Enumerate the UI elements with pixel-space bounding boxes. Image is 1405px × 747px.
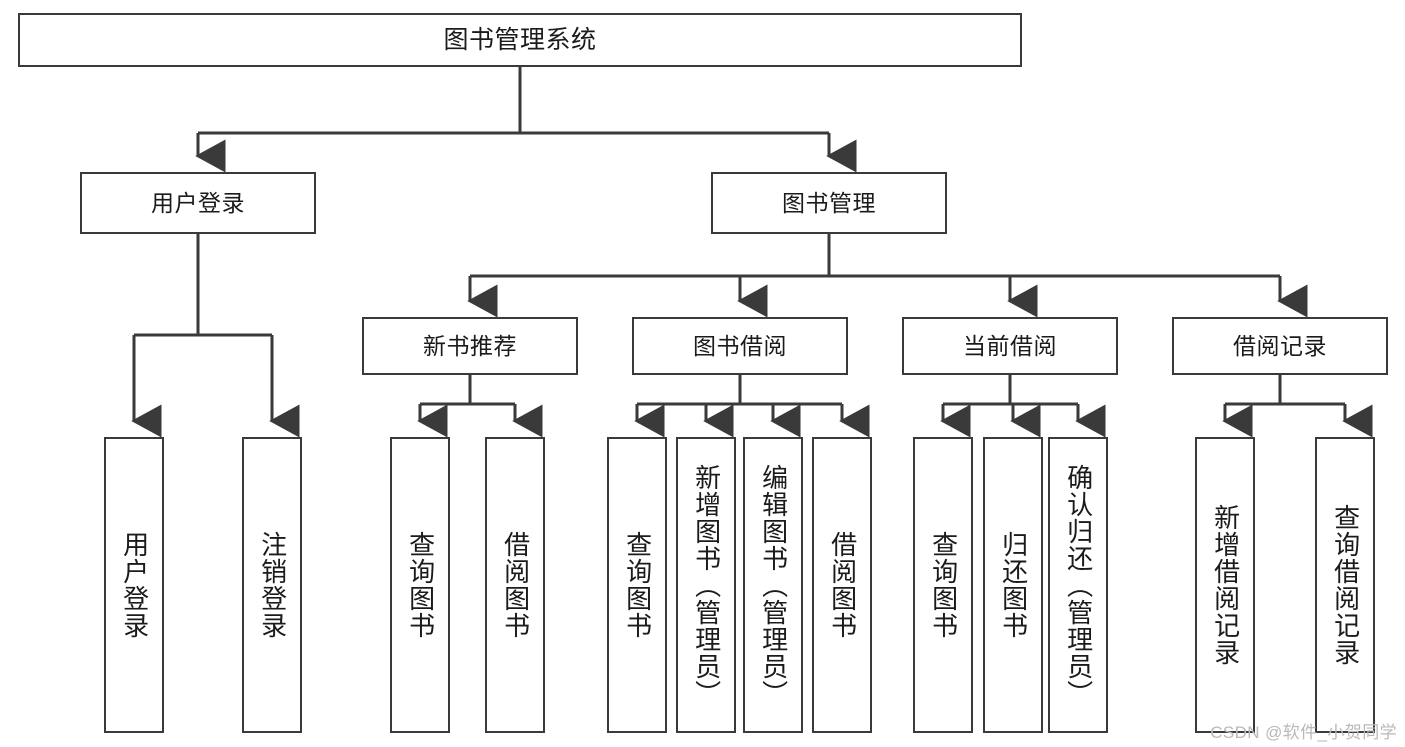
leaf-confirm-return-label: 确认归还（管理员） bbox=[1063, 463, 1094, 707]
leaf-borrow-book-1-label: 借阅图书 bbox=[500, 531, 531, 639]
leaf-borrow-book-2-label: 借阅图书 bbox=[827, 531, 858, 639]
node-root[interactable]: 图书管理系统 bbox=[18, 13, 1022, 67]
leaf-add-record[interactable]: 新增借阅记录 bbox=[1195, 437, 1255, 733]
leaf-borrow-book-2[interactable]: 借阅图书 bbox=[812, 437, 872, 733]
node-book-borrow[interactable]: 图书借阅 bbox=[632, 317, 848, 375]
leaf-query-book-1-label: 查询图书 bbox=[405, 531, 436, 639]
leaf-logout[interactable]: 注销登录 bbox=[242, 437, 302, 733]
node-book-borrow-label: 图书借阅 bbox=[693, 332, 787, 359]
leaf-borrow-book-1[interactable]: 借阅图书 bbox=[485, 437, 545, 733]
leaf-add-book-label: 新增图书（管理员） bbox=[691, 463, 722, 707]
leaf-edit-book[interactable]: 编辑图书（管理员） bbox=[743, 437, 803, 733]
leaf-query-book-2[interactable]: 查询图书 bbox=[607, 437, 667, 733]
node-book-manage[interactable]: 图书管理 bbox=[711, 172, 947, 234]
node-user-login[interactable]: 用户登录 bbox=[80, 172, 316, 234]
node-current-borrow-label: 当前借阅 bbox=[963, 332, 1057, 359]
leaf-query-book-3-label: 查询图书 bbox=[928, 531, 959, 639]
node-book-manage-label: 图书管理 bbox=[782, 189, 876, 216]
node-borrow-record-label: 借阅记录 bbox=[1233, 332, 1327, 359]
leaf-edit-book-label: 编辑图书（管理员） bbox=[758, 463, 789, 707]
node-user-login-label: 用户登录 bbox=[151, 189, 245, 216]
leaf-return-book-label: 归还图书 bbox=[998, 531, 1029, 639]
leaf-logout-label: 注销登录 bbox=[257, 531, 288, 639]
leaf-confirm-return[interactable]: 确认归还（管理员） bbox=[1048, 437, 1108, 733]
leaf-return-book[interactable]: 归还图书 bbox=[983, 437, 1043, 733]
node-new-book-recommend-label: 新书推荐 bbox=[423, 332, 517, 359]
node-borrow-record[interactable]: 借阅记录 bbox=[1172, 317, 1388, 375]
leaf-query-book-1[interactable]: 查询图书 bbox=[390, 437, 450, 733]
node-new-book-recommend[interactable]: 新书推荐 bbox=[362, 317, 578, 375]
watermark: CSDN @软件_小贺同学 bbox=[1210, 723, 1397, 742]
leaf-add-record-label: 新增借阅记录 bbox=[1210, 504, 1241, 666]
leaf-query-record[interactable]: 查询借阅记录 bbox=[1315, 437, 1375, 733]
leaf-user-login-label: 用户登录 bbox=[119, 531, 150, 639]
leaf-query-book-2-label: 查询图书 bbox=[622, 531, 653, 639]
leaf-add-book[interactable]: 新增图书（管理员） bbox=[676, 437, 736, 733]
node-current-borrow[interactable]: 当前借阅 bbox=[902, 317, 1118, 375]
leaf-user-login[interactable]: 用户登录 bbox=[104, 437, 164, 733]
leaf-query-record-label: 查询借阅记录 bbox=[1330, 504, 1361, 666]
leaf-query-book-3[interactable]: 查询图书 bbox=[913, 437, 973, 733]
node-root-label: 图书管理系统 bbox=[443, 25, 597, 54]
